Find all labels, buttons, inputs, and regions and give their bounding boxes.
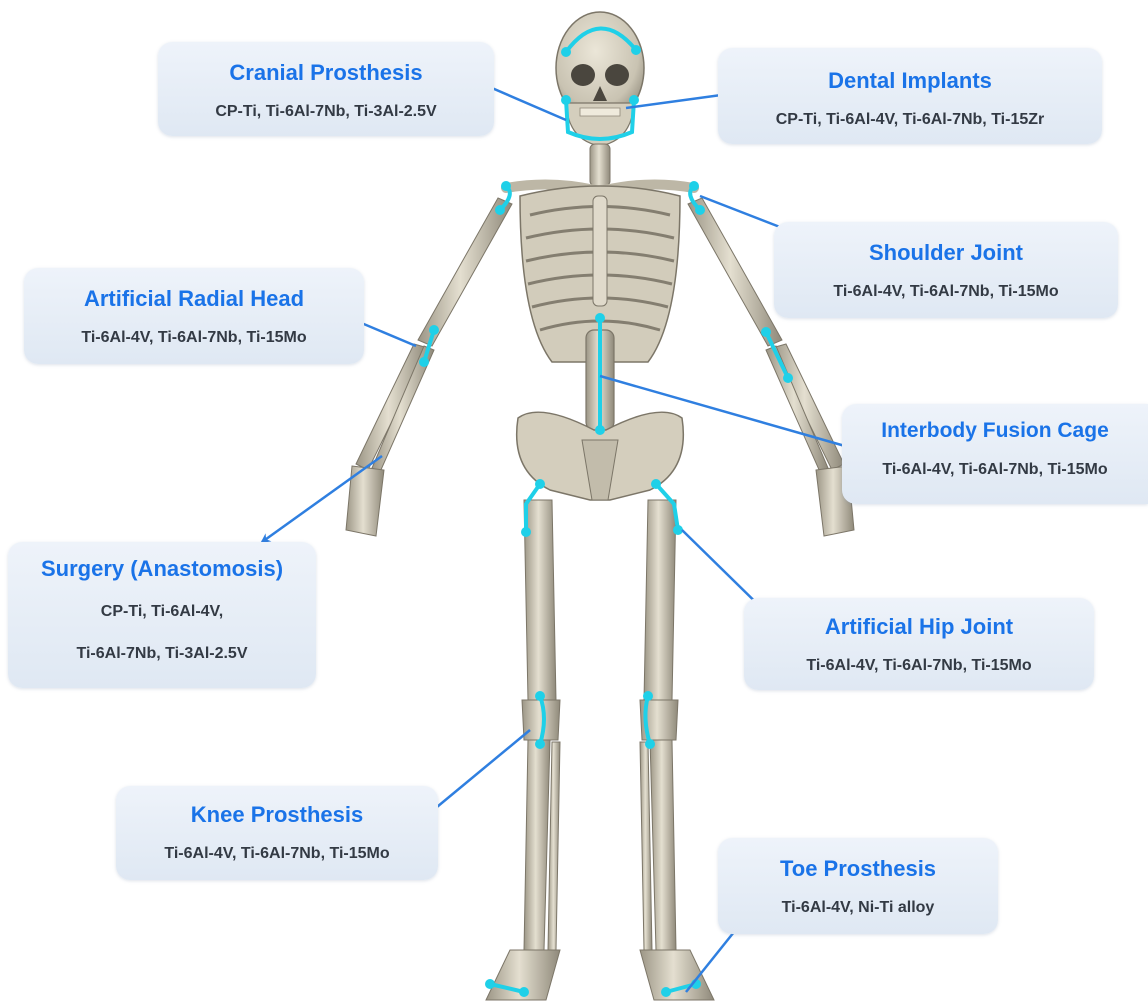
artificial-hip-joint-callout: Artificial Hip Joint Ti-6Al-4V, Ti-6Al-7… [744,598,1094,690]
surgery-anastomosis-materials-line2: Ti-6Al-7Nb, Ti-3Al-2.5V [8,644,316,664]
dental-implants-materials: CP-Ti, Ti-6Al-4V, Ti-6Al-7Nb, Ti-15Zr [718,110,1102,130]
toe-prosthesis-materials: Ti-6Al-4V, Ni-Ti alloy [718,898,998,918]
shoulder-joint-callout: Shoulder Joint Ti-6Al-4V, Ti-6Al-7Nb, Ti… [774,222,1118,318]
left-eye-socket [571,64,595,86]
cranial-prosthesis-materials: CP-Ti, Ti-6Al-7Nb, Ti-3Al-2.5V [158,102,494,122]
dental-implants-title: Dental Implants [718,68,1102,94]
artificial-radial-head-materials: Ti-6Al-4V, Ti-6Al-7Nb, Ti-15Mo [24,328,364,348]
right-leg [640,500,714,1000]
cranial-prosthesis-callout: Cranial Prosthesis CP-Ti, Ti-6Al-7Nb, Ti… [158,42,494,136]
shoulder-joint-title: Shoulder Joint [774,240,1118,266]
toe-prosthesis-callout: Toe Prosthesis Ti-6Al-4V, Ni-Ti alloy [718,838,998,934]
surgery-anastomosis-title: Surgery (Anastomosis) [8,556,316,582]
interbody-fusion-cage-callout: Interbody Fusion Cage Ti-6Al-4V, Ti-6Al-… [842,404,1148,504]
artificial-hip-joint-materials: Ti-6Al-4V, Ti-6Al-7Nb, Ti-15Mo [744,656,1094,676]
left-arm [346,198,512,536]
cervical-spine [590,144,610,186]
left-leg [486,500,560,1000]
artificial-hip-joint-title: Artificial Hip Joint [744,614,1094,640]
toe-prosthesis-title: Toe Prosthesis [718,856,998,882]
surgery-anastomosis-materials-line1: CP-Ti, Ti-6Al-4V, [8,602,316,622]
interbody-fusion-cage-title: Interbody Fusion Cage [842,418,1148,444]
knee-prosthesis-title: Knee Prosthesis [116,802,438,828]
right-eye-socket [605,64,629,86]
cranial-prosthesis-title: Cranial Prosthesis [158,60,494,86]
sternum [593,196,607,306]
dental-implants-callout: Dental Implants CP-Ti, Ti-6Al-4V, Ti-6Al… [718,48,1102,144]
interbody-fusion-cage-materials: Ti-6Al-4V, Ti-6Al-7Nb, Ti-15Mo [842,460,1148,480]
surgery-anastomosis-callout: Surgery (Anastomosis) CP-Ti, Ti-6Al-4V, … [8,542,316,688]
artificial-radial-head-callout: Artificial Radial Head Ti-6Al-4V, Ti-6Al… [24,268,364,364]
teeth [580,108,620,116]
knee-prosthesis-materials: Ti-6Al-4V, Ti-6Al-7Nb, Ti-15Mo [116,844,438,864]
shoulder-joint-materials: Ti-6Al-4V, Ti-6Al-7Nb, Ti-15Mo [774,282,1118,302]
knee-prosthesis-callout: Knee Prosthesis Ti-6Al-4V, Ti-6Al-7Nb, T… [116,786,438,880]
artificial-radial-head-title: Artificial Radial Head [24,286,364,312]
